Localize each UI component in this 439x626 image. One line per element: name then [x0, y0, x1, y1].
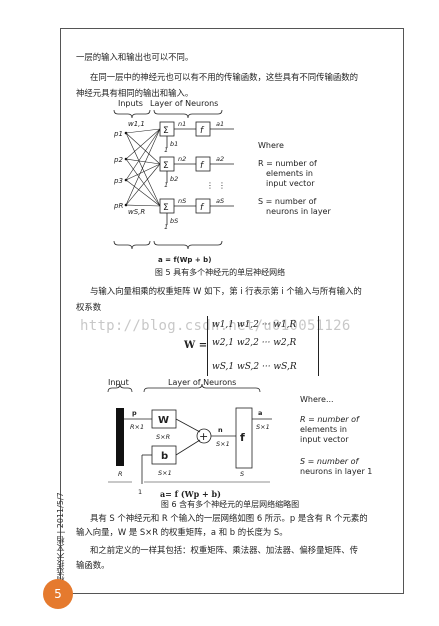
paragraph-5a: 和之前定义的一样其包括：权重矩阵、乘法器、加法器、偏移量矩阵、传: [90, 545, 358, 555]
svg-text:1: 1: [164, 146, 168, 154]
svg-text:+: +: [199, 430, 208, 443]
svg-text:p3: p3: [113, 177, 123, 185]
fig5-layer-brace: [153, 109, 223, 119]
fig6-caption: 图 6 含有多个神经元的单层网络缩略图: [160, 500, 300, 509]
paragraph-3a: 与输入向量相乘的权重矩阵 W 如下，第 i 行表示第 i 个输入与所有输入的: [90, 286, 362, 296]
page-number: 5: [43, 579, 73, 609]
fig6-s-def-1: S = number of: [300, 457, 360, 466]
svg-text:⋮: ⋮: [218, 181, 226, 190]
fig6-r-def-2: elements in: [300, 425, 347, 434]
matrix-row-1: w1,1 w1,2 ··· w1,R: [212, 320, 297, 330]
fig5-s-def-2: neurons in layer: [266, 207, 331, 216]
svg-text:n1: n1: [178, 120, 186, 128]
svg-text:pR: pR: [113, 202, 123, 210]
fig5-where: Where: [258, 141, 284, 150]
paragraph-5b: 输函数。: [76, 560, 110, 570]
svg-text:1: 1: [164, 223, 168, 231]
svg-text:Σ: Σ: [163, 203, 169, 213]
svg-text:S: S: [240, 470, 244, 478]
fig6-where: Where...: [300, 395, 334, 404]
svg-text:n2: n2: [178, 155, 186, 163]
paragraph-4a: 具有 S 个神经元和 R 个输入的一层网络如图 6 所示。p 是含有 R 个元素…: [90, 513, 368, 523]
svg-text:a1: a1: [216, 120, 224, 128]
svg-text:f: f: [200, 203, 205, 213]
svg-text:a2: a2: [216, 155, 224, 163]
svg-text:f: f: [200, 126, 205, 136]
svg-text:n: n: [218, 426, 223, 434]
page-frame: [60, 28, 404, 594]
svg-text:S×1: S×1: [256, 423, 270, 431]
fig6-r-def-1: R = number of: [300, 415, 360, 424]
svg-text:p1: p1: [113, 130, 123, 138]
svg-text:b: b: [161, 451, 168, 462]
fig5-layer-label: Layer of Neurons: [150, 99, 218, 108]
matrix-row-2: w2,1 w2,2 ··· w2,R: [212, 338, 297, 348]
fig6-r-def-3: input vector: [300, 435, 349, 444]
paragraph-1: 一层的输入和输出也可以不同。: [76, 52, 194, 62]
matrix-bracket: [207, 316, 319, 376]
svg-text:Σ: Σ: [163, 161, 169, 171]
svg-text:wS,R: wS,R: [128, 208, 145, 216]
svg-text:f: f: [200, 161, 205, 171]
svg-text:S×1: S×1: [158, 469, 172, 477]
svg-text:f: f: [240, 431, 245, 444]
svg-text:⋮: ⋮: [206, 181, 214, 190]
paragraph-2a: 在同一层中的神经元也可以有不用的传输函数，这些具有不同传输函数的: [90, 72, 358, 82]
svg-text:p2: p2: [113, 156, 123, 164]
svg-text:w1,1: w1,1: [128, 120, 145, 128]
fig6-equation: a= f (Wp + b): [160, 489, 221, 499]
fig6-s-def-2: neurons in layer 1: [300, 467, 372, 476]
svg-text:a: a: [258, 409, 262, 417]
svg-text:b1: b1: [170, 140, 178, 148]
matrix-lhs: W =: [184, 340, 208, 351]
fig5-s-def-1: S = number of: [258, 197, 317, 206]
paragraph-3b: 权系数: [76, 302, 102, 312]
paragraph-2b: 神经元具有相同的输出和输入。: [76, 88, 194, 98]
svg-text:nS: nS: [178, 197, 186, 205]
svg-text:W: W: [158, 415, 169, 426]
svg-text:Σ: Σ: [163, 126, 169, 136]
fig5-equation: a = f(Wp + b): [158, 256, 211, 264]
fig5-inputs-brace: [113, 109, 151, 119]
svg-text:S×1: S×1: [216, 440, 230, 448]
svg-text:bS: bS: [170, 217, 178, 225]
svg-text:1: 1: [138, 488, 142, 496]
svg-text:p: p: [132, 409, 137, 417]
figure-5-diagram: Inputs Layer of Neurons p1 p2 p3 pR w1,1 wS…: [113, 99, 331, 264]
fig5-r-def-3: input vector: [266, 179, 315, 188]
sidebar-header: 分类精选技术文档 | 2011/5/7: [56, 492, 65, 600]
svg-text:b2: b2: [170, 175, 178, 183]
fig6-input-label: Input: [108, 378, 129, 387]
svg-text:aS: aS: [216, 197, 224, 205]
svg-text:R×1: R×1: [130, 423, 144, 431]
svg-text:S×R: S×R: [156, 433, 170, 441]
svg-text:1: 1: [164, 181, 168, 189]
fig6-layer-label: Layer of Neurons: [168, 378, 236, 387]
svg-text:R: R: [118, 470, 123, 478]
fig5-caption: 图 5 具有多个神经元的单层神经网络: [154, 268, 286, 277]
fig5-inputs-label: Inputs: [118, 99, 143, 108]
figure-6-diagram: Input Layer of Neurons W b f + pR×1 S×R S…: [107, 378, 372, 496]
fig5-r-def-2: elements in: [266, 169, 313, 178]
fig5-r-def-1: R = number of: [258, 159, 317, 168]
matrix-row-3: wS,1 wS,2 ··· wS,R: [212, 362, 297, 372]
watermark: http://blog.csdn.net/u010051126: [80, 318, 351, 334]
paragraph-4b: 输入向量，W 是 S×R 的权重矩阵，a 和 b 的长度为 S。: [76, 527, 288, 537]
